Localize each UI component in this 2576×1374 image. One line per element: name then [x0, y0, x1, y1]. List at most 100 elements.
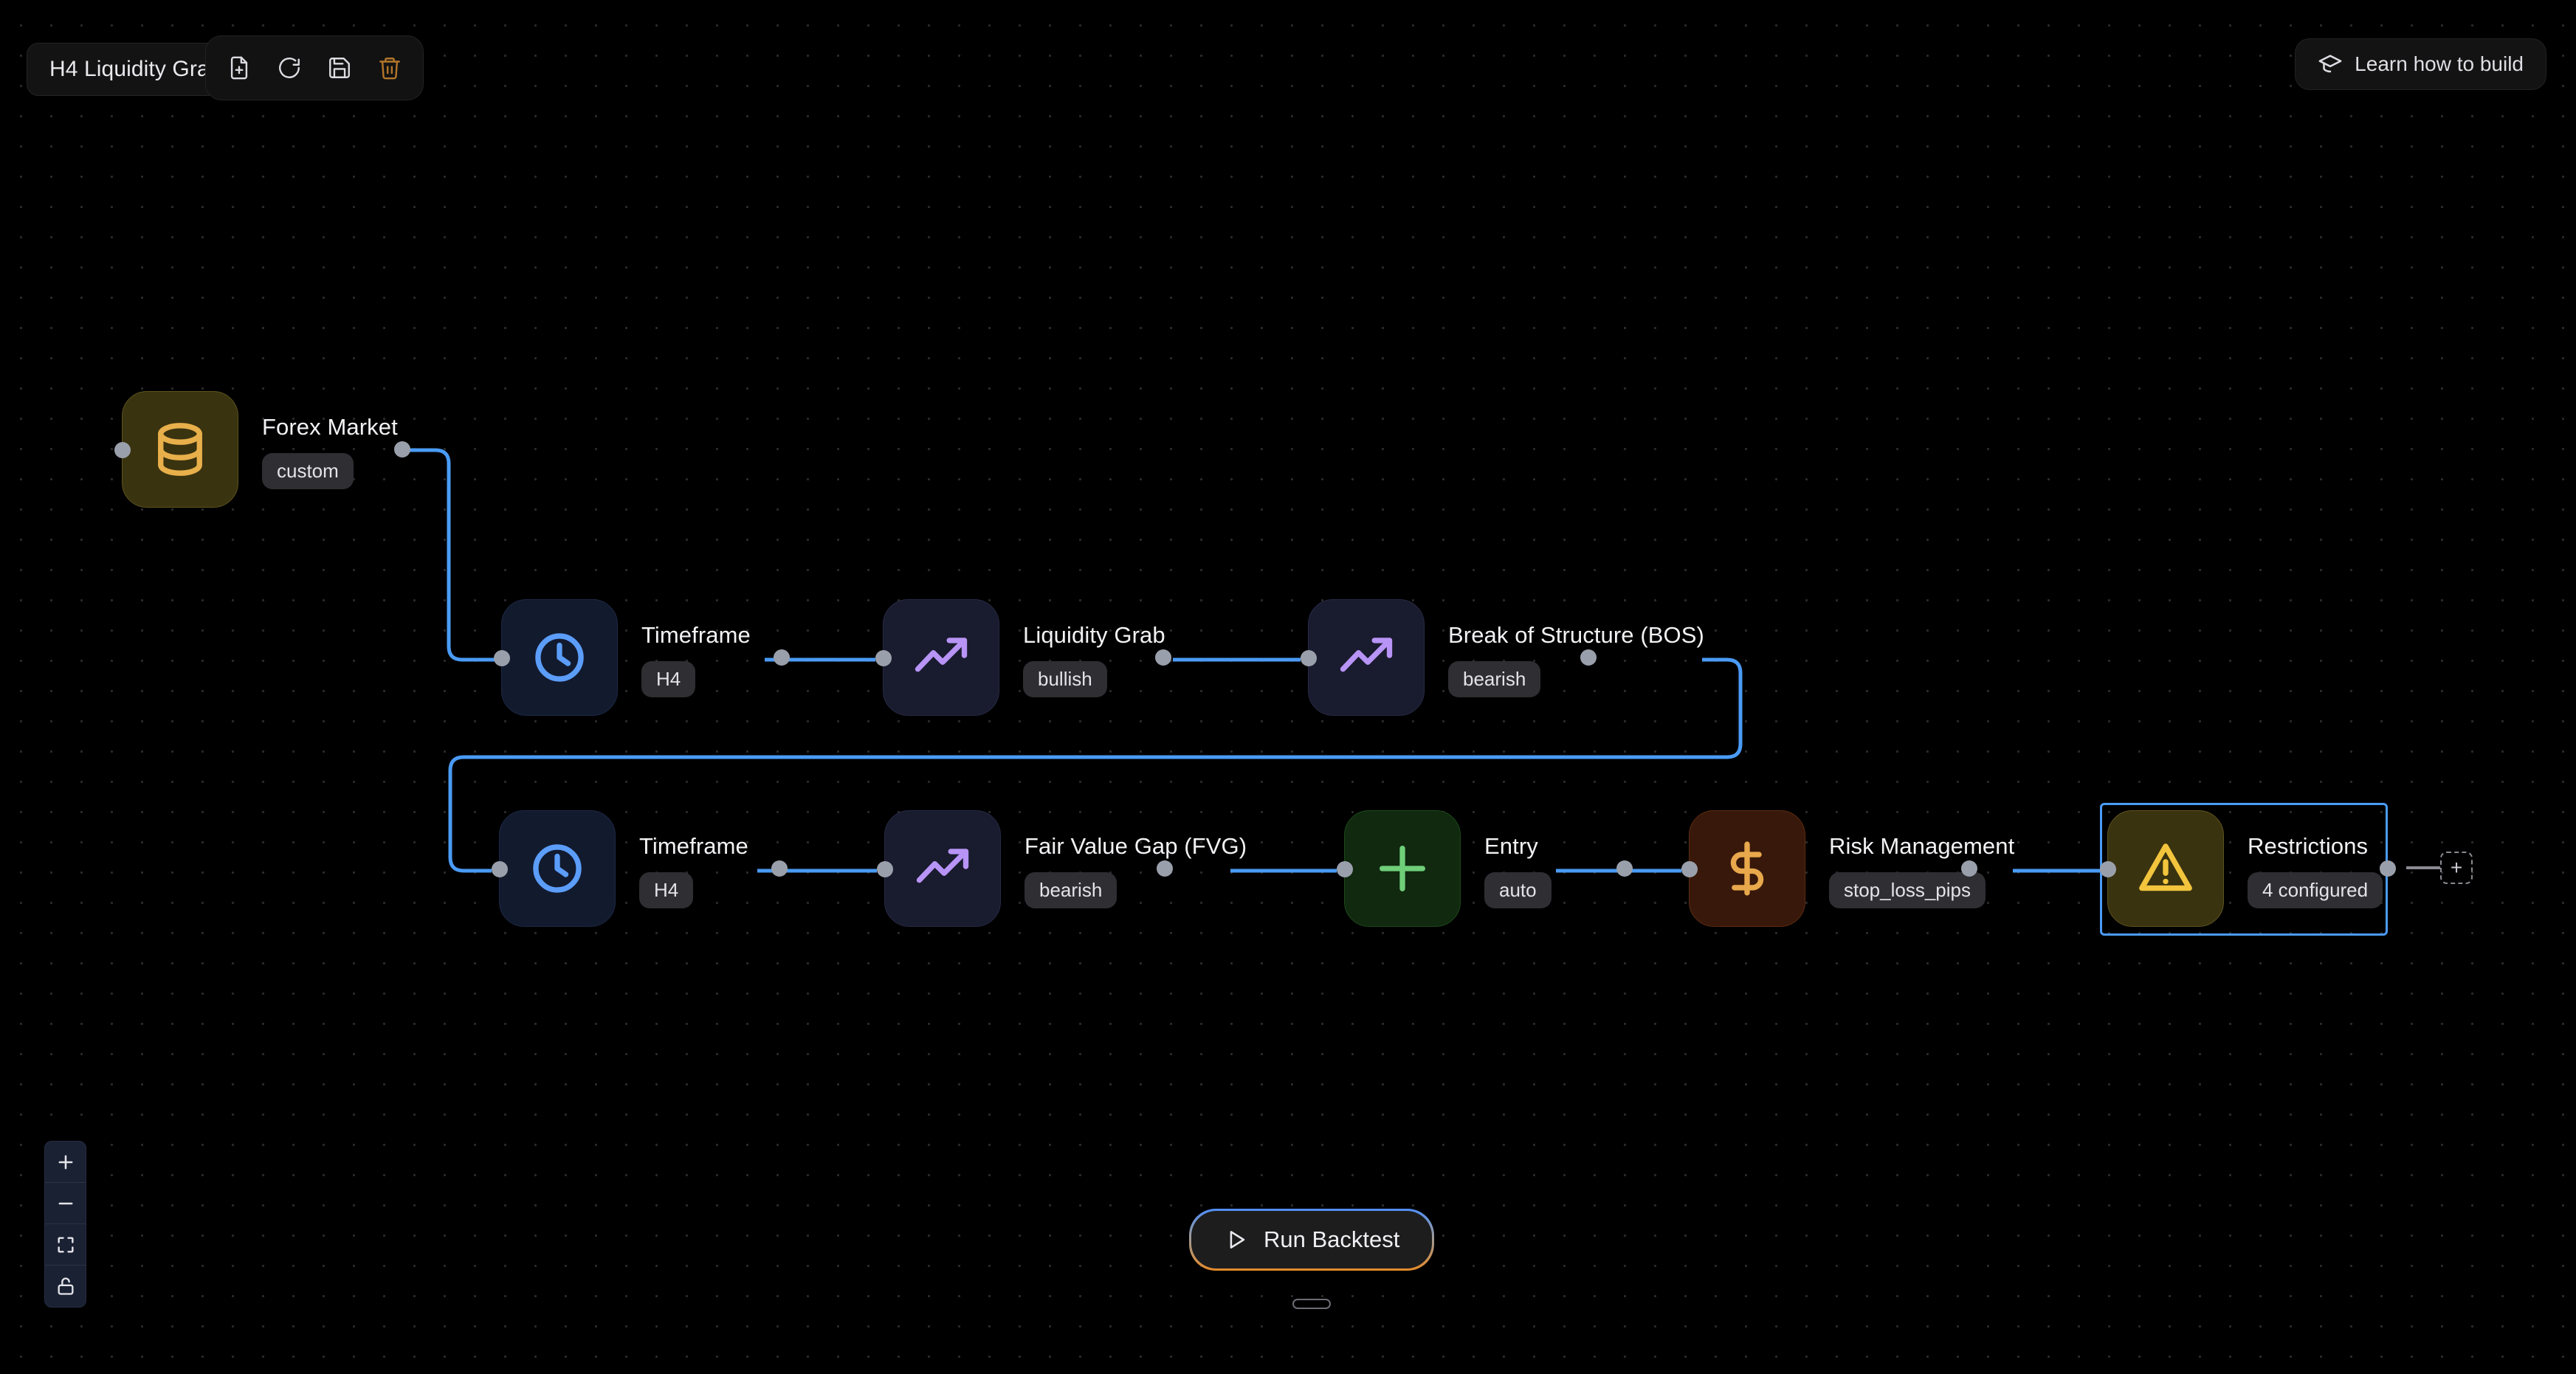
top-toolbar: H4 Liquidity Grab	[0, 0, 2576, 140]
node-meta-timeframe-1: Timeframe H4	[641, 599, 751, 698]
node-meta-liquidity-grab: Liquidity Grab bullish	[1023, 599, 1165, 698]
learn-label: Learn how to build	[2355, 52, 2524, 75]
node-liquidity-grab[interactable]: Liquidity Grab bullish	[875, 599, 1171, 716]
plus-icon	[58, 1155, 72, 1169]
node-meta-break-of-structure: Break of Structure (BOS) bearish	[1448, 599, 1704, 698]
handle-source-entry[interactable]	[1616, 860, 1633, 877]
node-label-restrictions: Restrictions	[2248, 833, 2369, 859]
node-fair-value-gap[interactable]: Fair Value Gap (FVG) bearish	[877, 810, 1247, 927]
node-label-break-of-structure: Break of Structure (BOS)	[1448, 622, 1704, 648]
new-strategy-button[interactable]	[216, 45, 262, 91]
refresh-icon	[279, 58, 300, 78]
handle-source-timeframe-1[interactable]	[774, 649, 790, 666]
handle-source-restrictions[interactable]	[2380, 860, 2396, 877]
file-plus-icon	[230, 56, 248, 80]
node-label-liquidity-grab: Liquidity Grab	[1023, 622, 1165, 648]
node-label-forex-market: Forex Market	[262, 414, 398, 440]
zoom-controls-panel	[44, 1141, 86, 1308]
node-meta-entry: Entry auto	[1484, 810, 1552, 909]
node-label-timeframe-1: Timeframe	[641, 622, 751, 648]
node-icon-risk-management[interactable]	[1681, 810, 1805, 927]
node-badge-timeframe-1: H4	[641, 661, 696, 698]
learn-how-to-build-button[interactable]: Learn how to build	[2295, 38, 2546, 90]
node-label-timeframe-2: Timeframe	[639, 833, 748, 859]
handle-target-liquidity-grab[interactable]	[875, 650, 892, 666]
node-entry[interactable]: Entry auto	[1337, 810, 1633, 927]
database-icon	[158, 423, 202, 476]
node-restrictions[interactable]: Restrictions 4 configured	[2100, 810, 2396, 927]
node-meta-forex-market: Forex Market custom	[262, 391, 398, 490]
clock-icon	[535, 633, 584, 682]
handle-target-entry[interactable]	[1337, 861, 1353, 877]
add-node-label: +	[2450, 856, 2463, 879]
save-icon	[329, 58, 350, 78]
zoom-out-button[interactable]	[45, 1183, 86, 1224]
node-label-entry: Entry	[1484, 833, 1538, 859]
node-badge-entry: auto	[1484, 872, 1552, 909]
handle-target-risk-management[interactable]	[1681, 861, 1698, 877]
handle-source-break-of-structure[interactable]	[1580, 649, 1597, 666]
node-icon-break-of-structure[interactable]	[1301, 599, 1425, 716]
dollar-icon	[1730, 841, 1764, 896]
panel-drag-handle[interactable]	[1292, 1299, 1332, 1309]
node-badge-liquidity-grab: bullish	[1023, 661, 1107, 698]
delete-strategy-button[interactable]	[367, 45, 413, 91]
trending-up-icon	[916, 849, 969, 883]
node-badge-forex-market: custom	[262, 453, 354, 490]
handle-source-liquidity-grab[interactable]	[1155, 649, 1171, 666]
plus-icon	[1380, 846, 1425, 891]
node-meta-timeframe-2: Timeframe H4	[639, 810, 748, 909]
node-badge-risk-management: stop_loss_pips	[1829, 872, 1986, 909]
node-break-of-structure[interactable]: Break of Structure (BOS) bearish	[1301, 599, 1704, 716]
node-badge-restrictions: 4 configured	[2248, 872, 2383, 909]
run-backtest-button[interactable]: Run Backtest	[1189, 1209, 1435, 1271]
handle-source-timeframe-2[interactable]	[771, 860, 788, 877]
unlock-icon	[58, 1277, 73, 1295]
save-strategy-button[interactable]	[317, 45, 362, 91]
node-icon-liquidity-grab[interactable]	[875, 599, 999, 716]
handle-target-fair-value-gap[interactable]	[877, 861, 893, 877]
node-risk-management[interactable]: Risk Management stop_loss_pips	[1681, 810, 2015, 927]
warning-triangle-icon	[2139, 843, 2192, 891]
reset-strategy-button[interactable]	[266, 45, 312, 91]
handle-source-forex-market[interactable]	[394, 441, 410, 458]
trash-icon	[379, 58, 400, 80]
node-forex-market[interactable]: Forex Market custom	[114, 391, 410, 508]
handle-target-forex-market[interactable]	[114, 442, 131, 458]
handle-target-break-of-structure[interactable]	[1301, 650, 1317, 666]
fit-view-icon	[57, 1236, 74, 1253]
run-backtest-label: Run Backtest	[1264, 1226, 1400, 1252]
graduation-cap-icon	[2318, 55, 2342, 73]
play-icon	[1230, 1231, 1245, 1249]
fit-view-button[interactable]	[45, 1224, 86, 1266]
node-icon-entry[interactable]	[1337, 810, 1461, 927]
lock-button[interactable]	[45, 1266, 86, 1307]
node-icon-timeframe-1[interactable]	[494, 599, 618, 716]
node-badge-timeframe-2: H4	[639, 872, 694, 909]
strategy-actions-group	[205, 35, 424, 100]
handle-source-risk-management[interactable]	[1961, 860, 1977, 877]
handle-source-fair-value-gap[interactable]	[1157, 860, 1173, 877]
node-meta-fair-value-gap: Fair Value Gap (FVG) bearish	[1024, 810, 1247, 909]
node-label-risk-management: Risk Management	[1829, 833, 2015, 859]
clock-icon	[533, 844, 582, 893]
handle-target-timeframe-2[interactable]	[492, 861, 508, 877]
add-node-button[interactable]: +	[2440, 852, 2473, 884]
node-badge-break-of-structure: bearish	[1448, 661, 1541, 698]
node-icon-restrictions[interactable]	[2100, 810, 2224, 927]
node-timeframe-1[interactable]: Timeframe H4	[494, 599, 790, 716]
handle-target-restrictions[interactable]	[2100, 861, 2116, 877]
node-icon-fair-value-gap[interactable]	[877, 810, 1001, 927]
node-icon-timeframe-2[interactable]	[492, 810, 616, 927]
trending-up-icon	[1340, 638, 1393, 672]
node-timeframe-2[interactable]: Timeframe H4	[492, 810, 788, 927]
trending-up-icon	[915, 638, 968, 672]
node-meta-restrictions: Restrictions 4 configured	[2248, 810, 2383, 909]
minus-icon	[58, 1202, 72, 1204]
zoom-in-button[interactable]	[45, 1142, 86, 1183]
node-label-fair-value-gap: Fair Value Gap (FVG)	[1024, 833, 1247, 859]
node-icon-forex-market[interactable]	[114, 391, 238, 508]
run-backtest-area: Run Backtest	[1189, 1209, 1435, 1309]
handle-target-timeframe-1[interactable]	[494, 650, 510, 666]
